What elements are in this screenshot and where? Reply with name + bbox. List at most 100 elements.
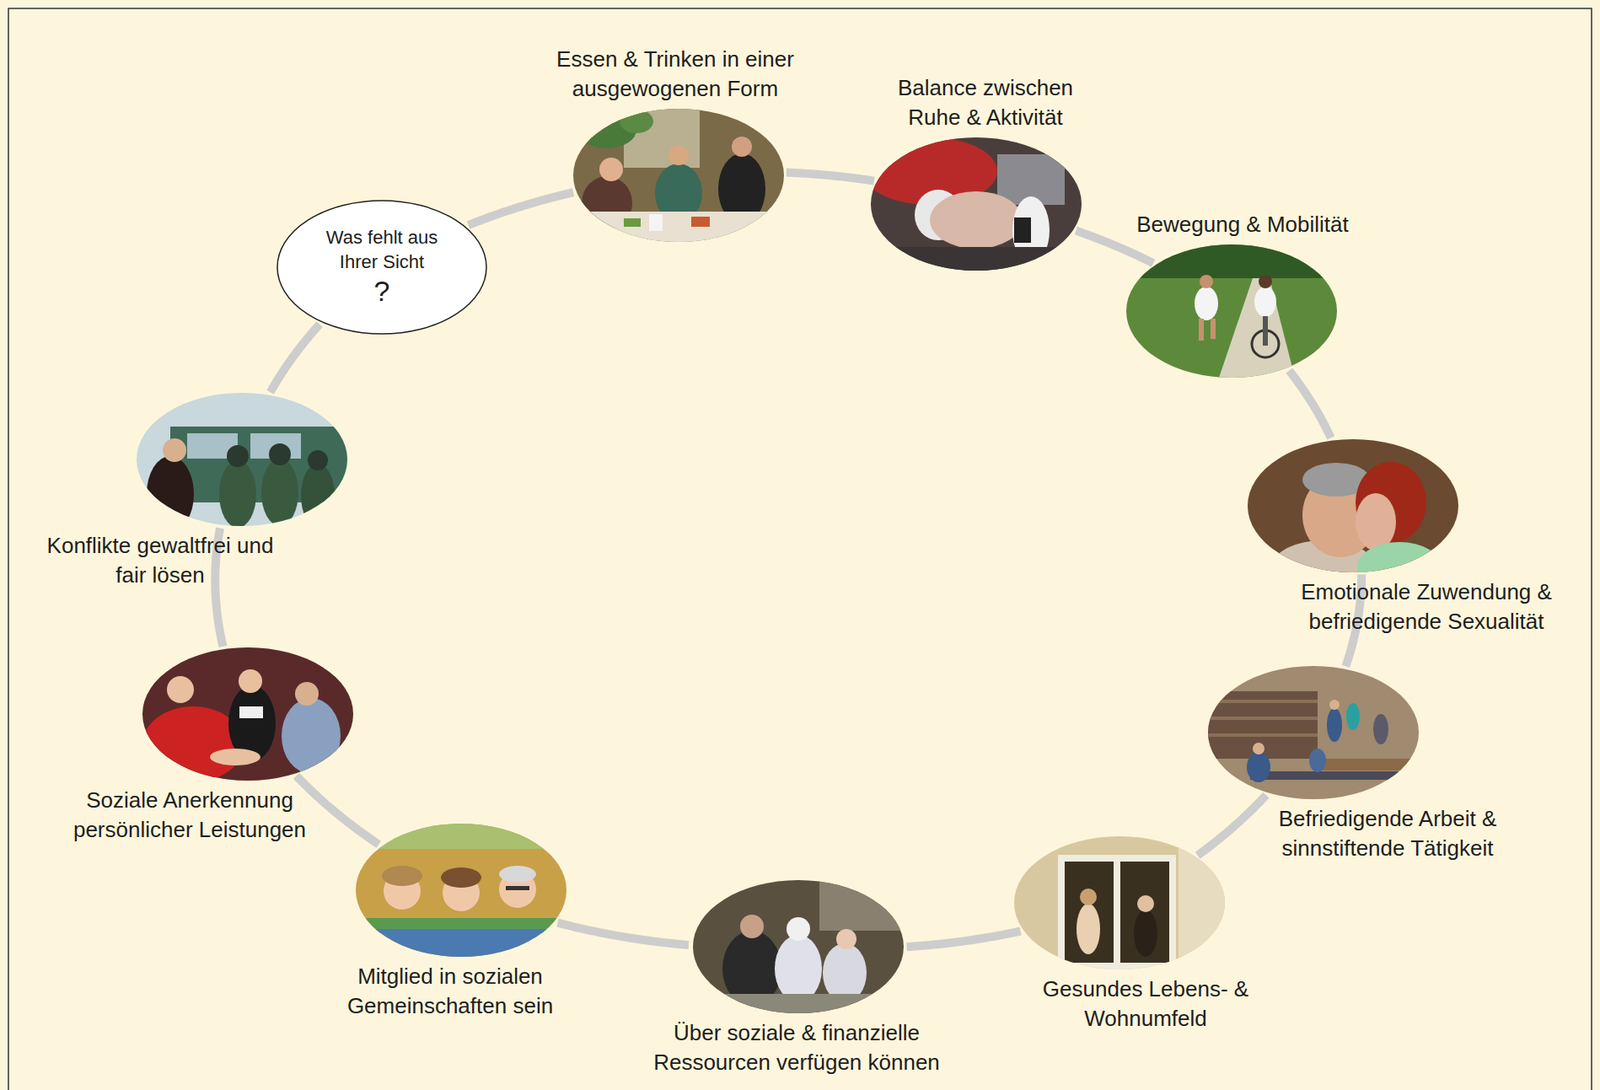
ring-segment xyxy=(1197,794,1267,856)
photo-ellipse: Bewegung & Mobilität xyxy=(1126,244,1337,378)
photo-food xyxy=(573,108,784,246)
photo-detail xyxy=(774,934,822,1003)
photo-detail xyxy=(1014,836,1225,970)
photo-detail xyxy=(870,246,1082,273)
node-label: Balance zwischen Ruhe & Aktivität xyxy=(875,73,1096,133)
photo-detail xyxy=(1208,691,1318,759)
photo-ellipse: Über soziale & finanzielle Ressourcen ve… xyxy=(692,880,904,1014)
photo-detail xyxy=(1137,895,1155,913)
ellipse-shape xyxy=(574,109,784,242)
photo-detail xyxy=(692,880,904,1015)
photo-detail xyxy=(1208,733,1318,737)
ring-segment xyxy=(786,172,875,182)
photo-detail xyxy=(1064,861,1114,963)
photo-detail xyxy=(1262,316,1268,346)
question-text: Was fehlt aus Ihrer Sicht xyxy=(312,225,452,274)
photo-detail xyxy=(573,108,784,246)
ellipse-shape xyxy=(1248,440,1458,572)
photo-detail xyxy=(1178,836,1225,970)
node-outline xyxy=(142,647,354,781)
node-label: Mitglied in sozialen Gemeinschaften sein xyxy=(330,961,571,1021)
ellipse-shape xyxy=(143,648,353,780)
node-label: Soziale Anerkennung persönlicher Leistun… xyxy=(46,785,333,845)
photo-conflicts xyxy=(136,392,348,532)
photo-detail xyxy=(1126,244,1337,378)
photo-ellipse: Balance zwischen Ruhe & Aktivität xyxy=(870,137,1082,271)
photo-detail xyxy=(381,865,423,886)
node-label: Befriedigende Arbeit & sinnstiftende Tät… xyxy=(1252,804,1523,864)
ellipse-shape xyxy=(277,200,487,334)
photo-detail xyxy=(162,438,187,462)
photo-detail xyxy=(709,993,896,1015)
photo-detail xyxy=(619,109,654,134)
photo-detail xyxy=(1247,439,1459,593)
node-outline xyxy=(1126,244,1337,378)
photo-detail xyxy=(623,218,641,227)
photo-detail xyxy=(1208,699,1318,704)
photo-detail xyxy=(822,943,867,1003)
photo-detail xyxy=(1208,716,1318,720)
ring-segment xyxy=(557,923,688,945)
photo-detail xyxy=(1199,274,1214,289)
photo-detail xyxy=(300,463,335,528)
node-outline xyxy=(870,137,1082,271)
photo-detail xyxy=(1057,854,1176,970)
node-label: Gesundes Lebens- & Wohnumfeld xyxy=(1017,974,1275,1034)
photo-rest xyxy=(862,137,1082,273)
photo-detail xyxy=(1198,318,1204,341)
ellipse-shape xyxy=(137,393,347,526)
photo-detail xyxy=(219,460,257,528)
photo-detail xyxy=(209,748,261,766)
photo-detail xyxy=(836,928,857,950)
photo-detail xyxy=(136,392,348,532)
ellipse-shape xyxy=(871,138,1081,270)
photo-detail xyxy=(1373,714,1389,745)
node-outline xyxy=(355,823,567,957)
photo-movement xyxy=(1126,244,1337,378)
photo-detail xyxy=(166,676,194,704)
photo-ellipse: Emotionale Zuwendung & befriedigende Sex… xyxy=(1247,439,1459,573)
photo-detail xyxy=(668,144,689,166)
photo-detail xyxy=(1309,748,1327,773)
photo-detail xyxy=(440,867,482,888)
photo-detail xyxy=(499,865,537,883)
photo-detail xyxy=(355,823,567,959)
photo-detail xyxy=(261,458,299,527)
photo-detail xyxy=(1208,665,1419,800)
photo-detail xyxy=(1246,751,1271,783)
node-label: Über soziale & finanzielle Ressourcen ve… xyxy=(619,1018,974,1078)
node-outline xyxy=(573,108,784,242)
photo-detail xyxy=(1252,742,1265,755)
ring-segment xyxy=(907,931,1021,948)
photo-detail xyxy=(1346,703,1360,731)
photo-detail xyxy=(740,914,764,939)
photo-detail xyxy=(238,669,263,693)
photo-community xyxy=(355,823,567,959)
photo-work xyxy=(1208,665,1419,800)
photo-detail xyxy=(146,456,194,532)
photo-detail xyxy=(1258,274,1273,289)
photo-detail xyxy=(1079,888,1097,906)
node-label: Essen & Trinken in einer ausgewogenen Fo… xyxy=(513,44,838,104)
photo-resources xyxy=(692,880,904,1015)
ring-segment xyxy=(1288,370,1331,439)
photo-detail xyxy=(1317,758,1419,771)
photo-detail xyxy=(355,823,567,849)
photo-detail xyxy=(691,216,710,227)
ellipse-shape xyxy=(1014,837,1225,969)
photo-detail xyxy=(692,880,904,1014)
photo-detail xyxy=(1126,244,1337,378)
node-outline xyxy=(1208,665,1419,800)
ellipse-shape xyxy=(693,880,903,1013)
ring-segment xyxy=(468,192,575,226)
photo-detail xyxy=(1076,903,1101,955)
photo-affection xyxy=(1247,439,1459,593)
photo-ellipse: Gesundes Lebens- & Wohnumfeld xyxy=(1014,836,1225,970)
photo-detail xyxy=(307,450,328,471)
ellipse-shape xyxy=(1208,666,1418,799)
photo-ellipse: Soziale Anerkennung persönlicher Leistun… xyxy=(142,647,354,781)
photo-detail xyxy=(1208,665,1419,800)
photo-detail xyxy=(819,880,904,931)
ring-segment xyxy=(296,775,380,844)
photo-ellipse: Befriedigende Arbeit & sinnstiftende Tät… xyxy=(1208,665,1419,800)
